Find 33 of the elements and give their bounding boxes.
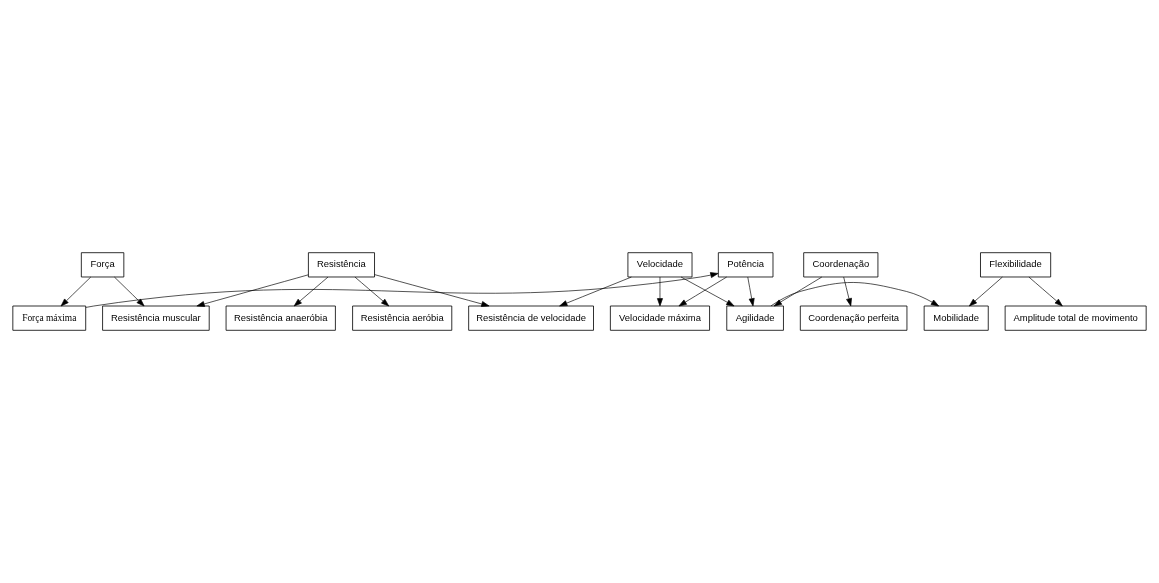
arrow: [747, 276, 755, 307]
node-box: Velocidade: [627, 252, 693, 278]
node-box: Resistência aeróbia: [352, 305, 453, 331]
node-box: Amplitude total de movimento: [1004, 305, 1147, 331]
node-box: Coordenação: [803, 252, 879, 278]
arrow: [680, 276, 735, 307]
node-box: Mobilidade: [923, 305, 989, 331]
arrow: [354, 276, 390, 307]
node-box: Flexibilidade: [980, 252, 1052, 278]
arrow: [374, 274, 490, 307]
node-box: Coordenação perfeita: [799, 305, 908, 331]
node-box: Resistência: [308, 252, 375, 278]
node-box: Resistência muscular: [102, 305, 210, 331]
node-box: Força: [80, 252, 125, 278]
node-box: Velocidade máxima: [609, 305, 710, 331]
arrow: [293, 276, 329, 307]
arrow: [657, 276, 663, 307]
node-box: Resistência de velocidade: [468, 305, 594, 331]
arrow: [559, 276, 632, 307]
arrow: [114, 276, 145, 307]
arrow: [678, 276, 727, 307]
node-box: Agilidade: [726, 305, 784, 331]
node-box: Força máxima: [12, 305, 87, 331]
arrow: [773, 276, 823, 307]
arrow: [85, 272, 719, 308]
arrow: [770, 282, 940, 307]
node-box: Potência: [717, 252, 774, 278]
arrow: [1028, 276, 1063, 307]
arrow: [60, 276, 92, 307]
node-box: Resistência anaeróbia: [225, 305, 336, 331]
arrow: [843, 276, 852, 307]
arrow: [969, 276, 1003, 307]
arrow: [196, 274, 309, 307]
